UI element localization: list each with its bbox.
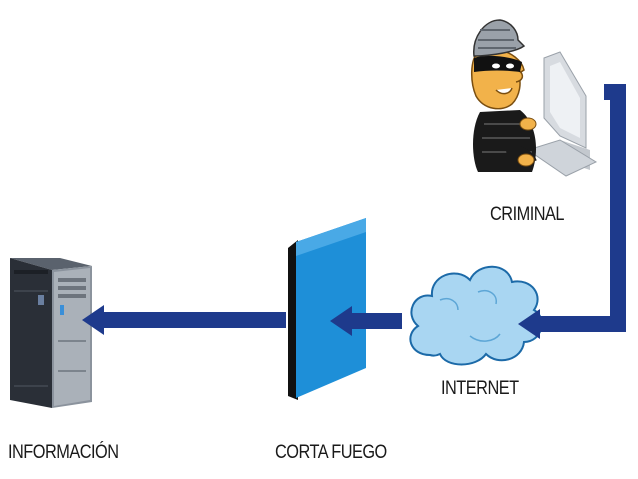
arrow-internet-to-firewall — [330, 306, 402, 336]
cloud-icon — [409, 265, 543, 366]
desktop-computer-icon — [526, 51, 598, 177]
informacion-label: INFORMACIÓN — [8, 442, 119, 463]
corta-fuego-label: CORTA FUEGO — [275, 442, 387, 463]
criminal-label: CRIMINAL — [490, 204, 564, 225]
server-tower-icon — [10, 258, 92, 408]
arrow-firewall-to-server — [82, 305, 286, 335]
arrow-criminal-to-internet — [518, 84, 626, 339]
internet-label: INTERNET — [441, 378, 519, 399]
firewall-wall-icon — [288, 218, 366, 400]
masked-hacker-icon — [471, 19, 537, 172]
